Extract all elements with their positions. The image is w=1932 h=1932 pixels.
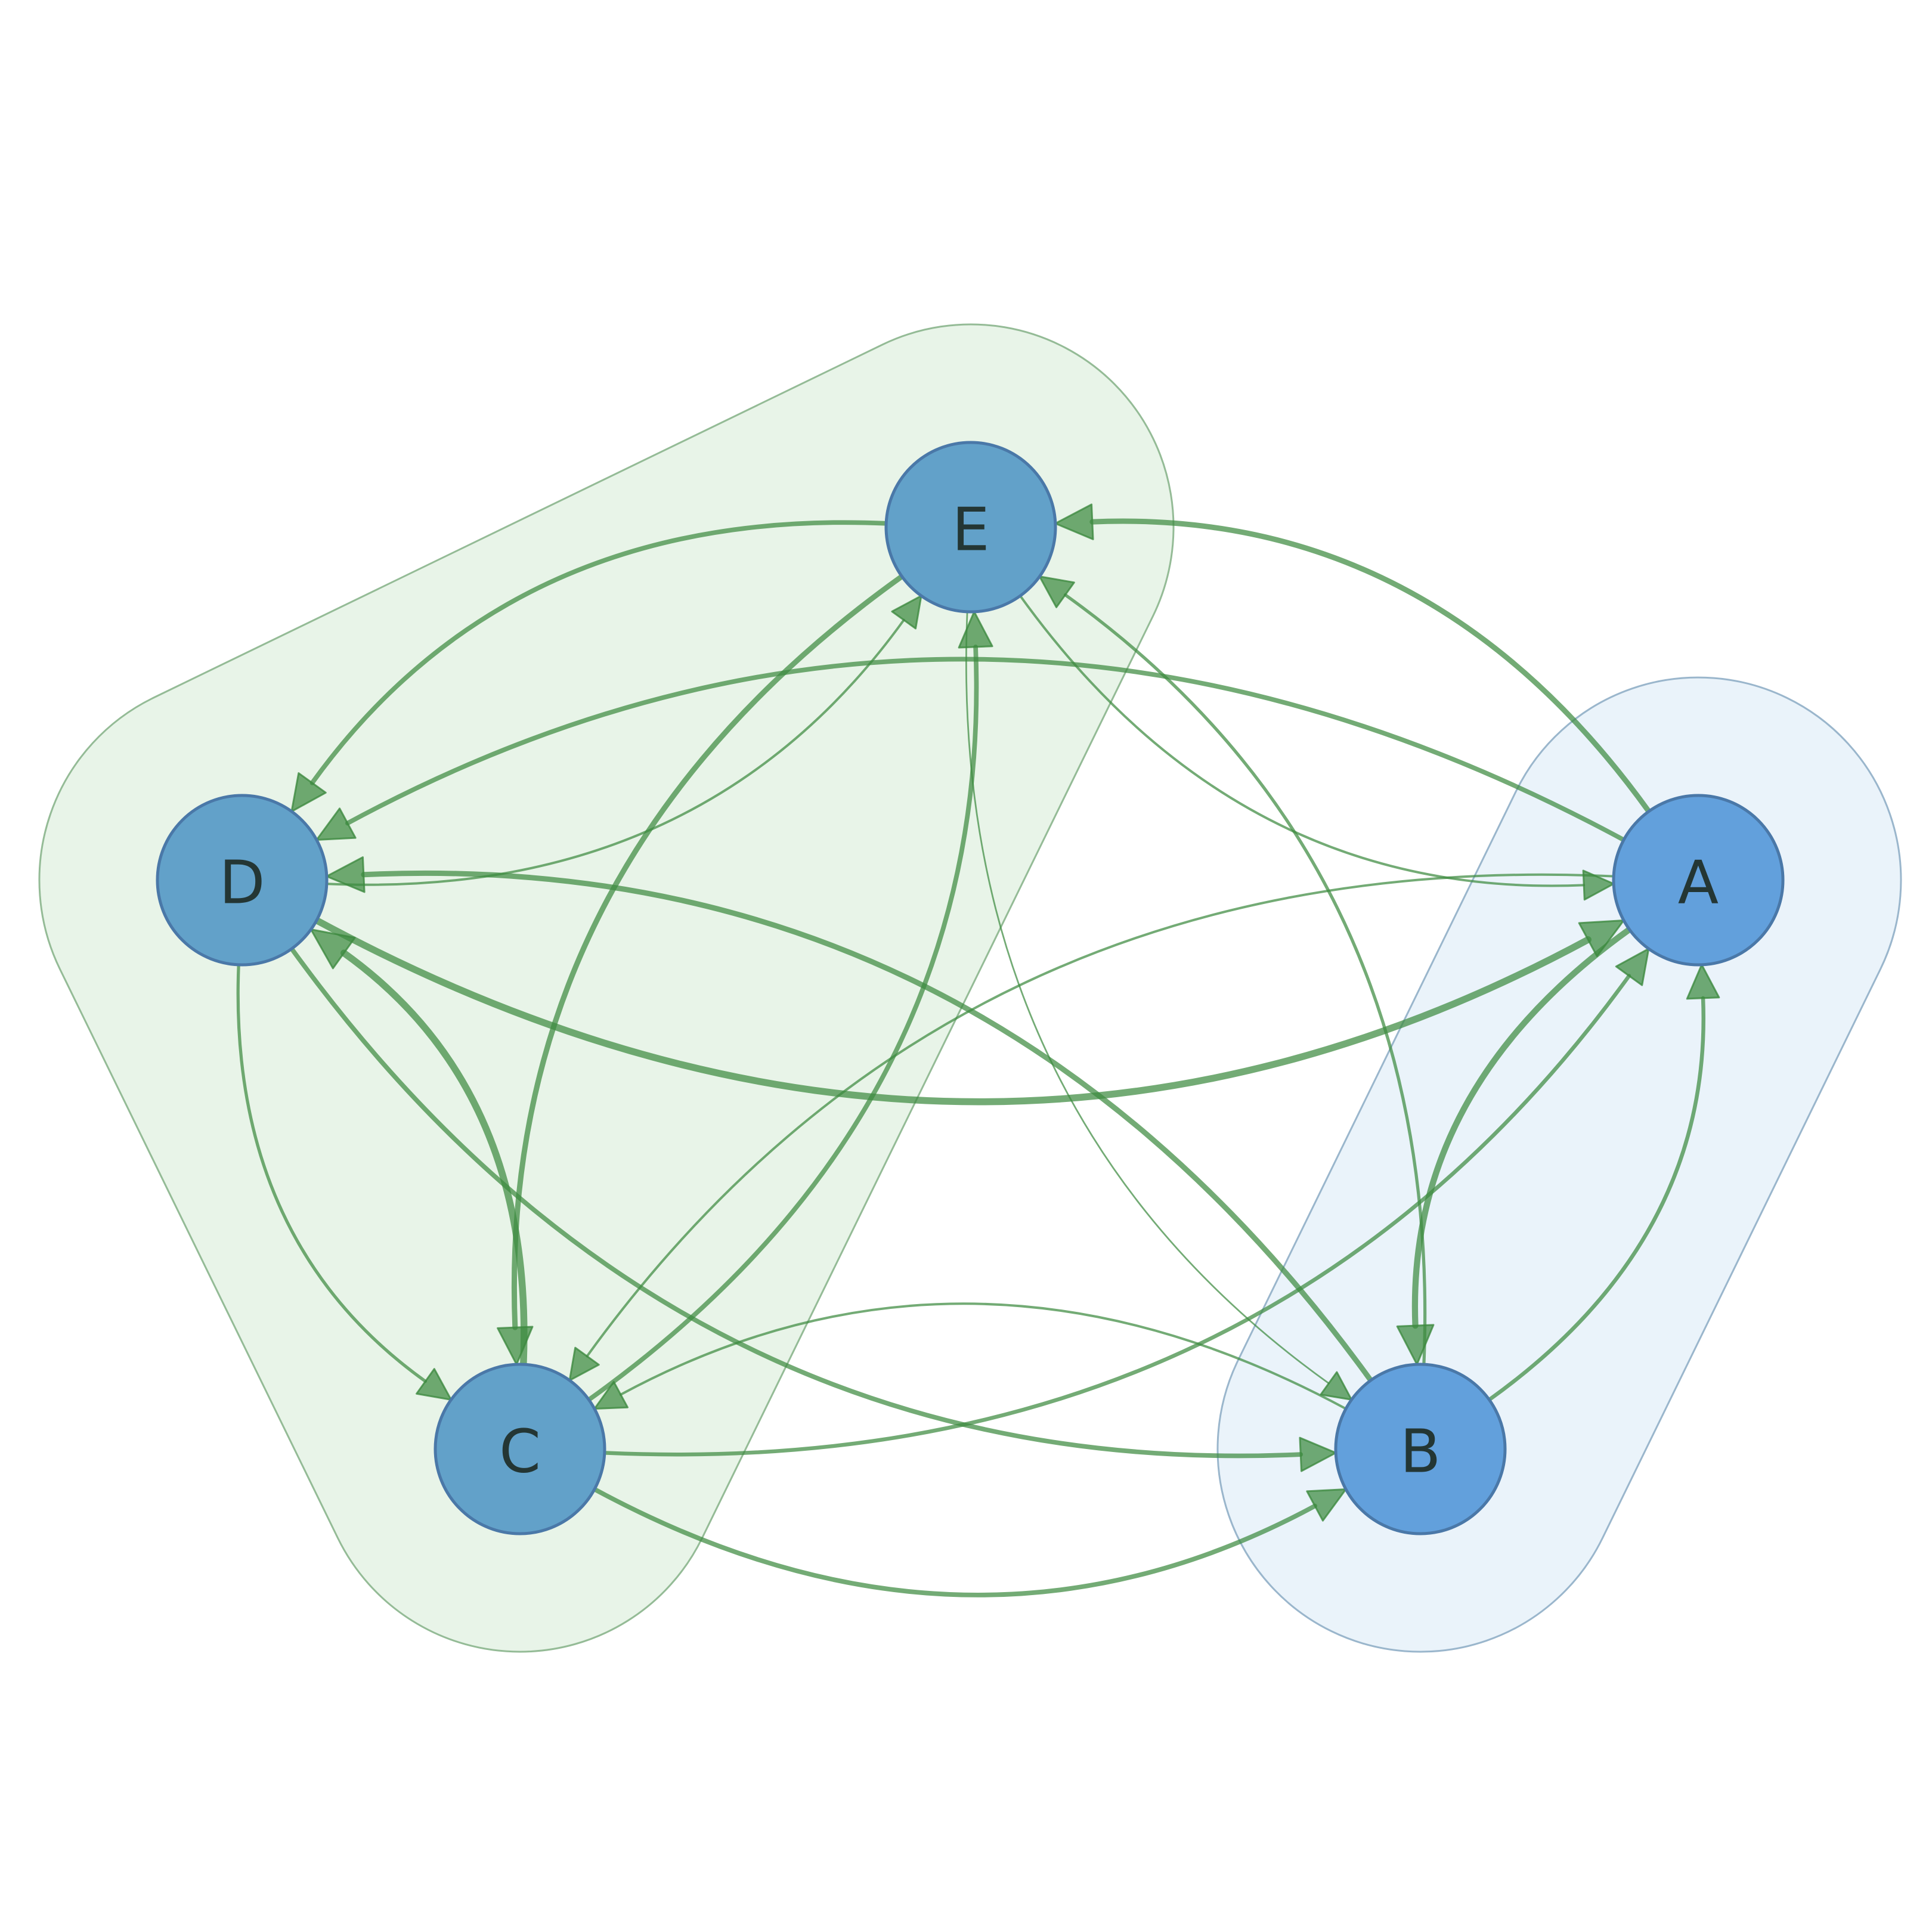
edge-a-to-b-line <box>1411 926 1633 1329</box>
edge-d-to-e-arrowhead <box>891 595 922 630</box>
node-e[interactable]: E <box>884 441 1057 614</box>
edge-b-to-c-line <box>619 1302 1348 1410</box>
edge-a-to-c <box>568 873 1615 1382</box>
edge-a-to-d-arrowhead <box>315 807 357 841</box>
node-e-label: E <box>952 495 989 565</box>
edge-c-to-a-arrowhead <box>1615 948 1650 986</box>
edge-d-to-e <box>325 595 922 886</box>
edge-a-to-b-arrowhead <box>1396 1324 1435 1366</box>
edge-e-to-c <box>497 574 905 1366</box>
edge-e-to-a-arrowhead <box>1582 869 1615 901</box>
edge-d-to-c <box>236 963 453 1401</box>
node-c-circle <box>434 1363 606 1535</box>
edge-a-to-b <box>1396 926 1633 1366</box>
node-b-circle <box>1334 1363 1507 1535</box>
edge-a-to-e-line <box>1089 518 1652 815</box>
node-a-label: A <box>1678 848 1719 918</box>
edge-e-to-b-arrowhead <box>1320 1371 1353 1401</box>
edge-e-to-b-line <box>965 611 1330 1385</box>
edge-e-to-d <box>290 520 889 813</box>
edge-d-to-a-arrowhead <box>1578 919 1625 958</box>
edge-e-to-d-arrowhead <box>290 772 327 813</box>
edge-b-to-a <box>1487 964 1720 1402</box>
graph-nodes: E D C A B <box>156 441 1785 1535</box>
node-d-label: D <box>219 848 265 918</box>
node-b-label: B <box>1400 1417 1441 1487</box>
edge-b-to-d-arrowhead <box>326 856 366 893</box>
node-b[interactable]: B <box>1334 1363 1507 1535</box>
edge-a-to-e <box>1054 503 1652 815</box>
edge-d-to-c-line <box>236 963 428 1383</box>
edge-c-to-b-line <box>592 1487 1318 1597</box>
edge-e-to-b <box>965 611 1353 1401</box>
edge-b-to-a-line <box>1487 996 1705 1402</box>
edge-c-to-a <box>602 948 1650 1457</box>
node-c-label: C <box>499 1417 541 1487</box>
edge-e-to-c-arrowhead <box>497 1326 534 1366</box>
edge-c-to-e-line <box>586 644 979 1402</box>
edge-c-to-d-arrowhead <box>309 928 356 970</box>
edge-d-to-c-arrowhead <box>416 1368 453 1401</box>
edge-d-to-e-line <box>325 618 905 886</box>
node-d-circle <box>156 794 329 967</box>
edge-a-to-e-arrowhead <box>1054 503 1094 540</box>
edge-c-to-b-arrowhead <box>1306 1488 1347 1522</box>
node-a-circle <box>1612 794 1785 967</box>
edge-c-to-d-line <box>340 949 528 1368</box>
node-a[interactable]: A <box>1612 794 1785 967</box>
edge-b-to-c-arrowhead <box>593 1380 629 1410</box>
edge-a-to-c-line <box>586 873 1615 1358</box>
edge-e-to-d-line <box>309 520 889 785</box>
edge-d-to-a <box>313 917 1625 1106</box>
hull-group-1 <box>38 323 1175 1653</box>
edge-c-to-d <box>309 928 528 1368</box>
edge-a-to-c-arrowhead <box>568 1346 600 1382</box>
edge-c-to-b <box>592 1487 1347 1597</box>
edge-d-to-a-line <box>313 917 1592 1106</box>
edge-b-to-e-arrowhead <box>1038 575 1075 608</box>
node-d[interactable]: D <box>156 794 329 967</box>
edge-e-to-a-line <box>1018 595 1586 887</box>
node-c[interactable]: C <box>434 1363 606 1535</box>
edge-e-to-c-line <box>511 574 905 1330</box>
edge-b-to-c <box>593 1302 1348 1410</box>
graph-edges <box>236 503 1720 1597</box>
node-e-circle <box>884 441 1057 614</box>
edge-b-to-a-arrowhead <box>1686 964 1720 1000</box>
edge-d-to-b-arrowhead <box>1299 1436 1337 1472</box>
edge-c-to-a-line <box>602 974 1631 1457</box>
edge-e-to-a <box>1018 595 1615 901</box>
